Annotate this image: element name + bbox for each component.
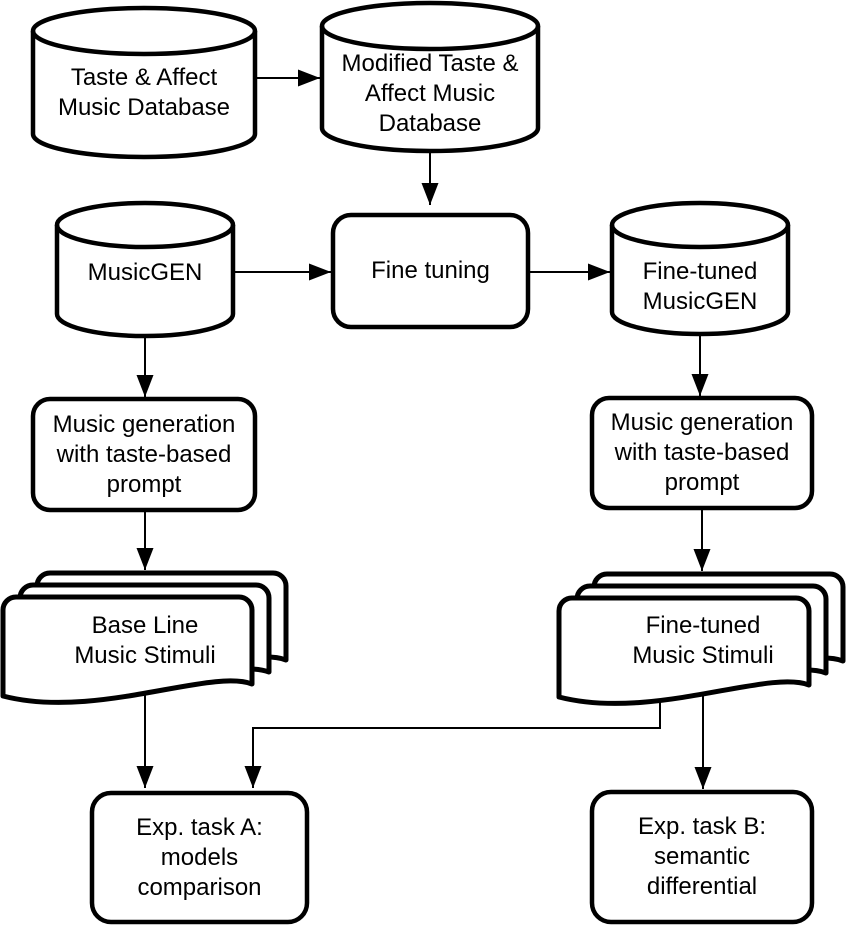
node-baseline-stimuli (0, 570, 289, 705)
node-taste-affect-db (30, 5, 258, 160)
arrow-finetuned-stimuli-to-exp-task-a (244, 700, 661, 788)
node-finetuned-stimuli (556, 571, 846, 706)
edges-layer (136, 69, 712, 789)
node-music-gen-right (589, 395, 815, 511)
node-exp-task-b (589, 789, 815, 925)
node-fine-tuned-musicgen (609, 200, 791, 337)
node-music-gen-left (30, 396, 258, 513)
node-exp-task-a (89, 790, 310, 925)
node-modified-db (319, 0, 541, 154)
node-fine-tuning (330, 212, 531, 330)
node-musicgen (54, 200, 236, 339)
